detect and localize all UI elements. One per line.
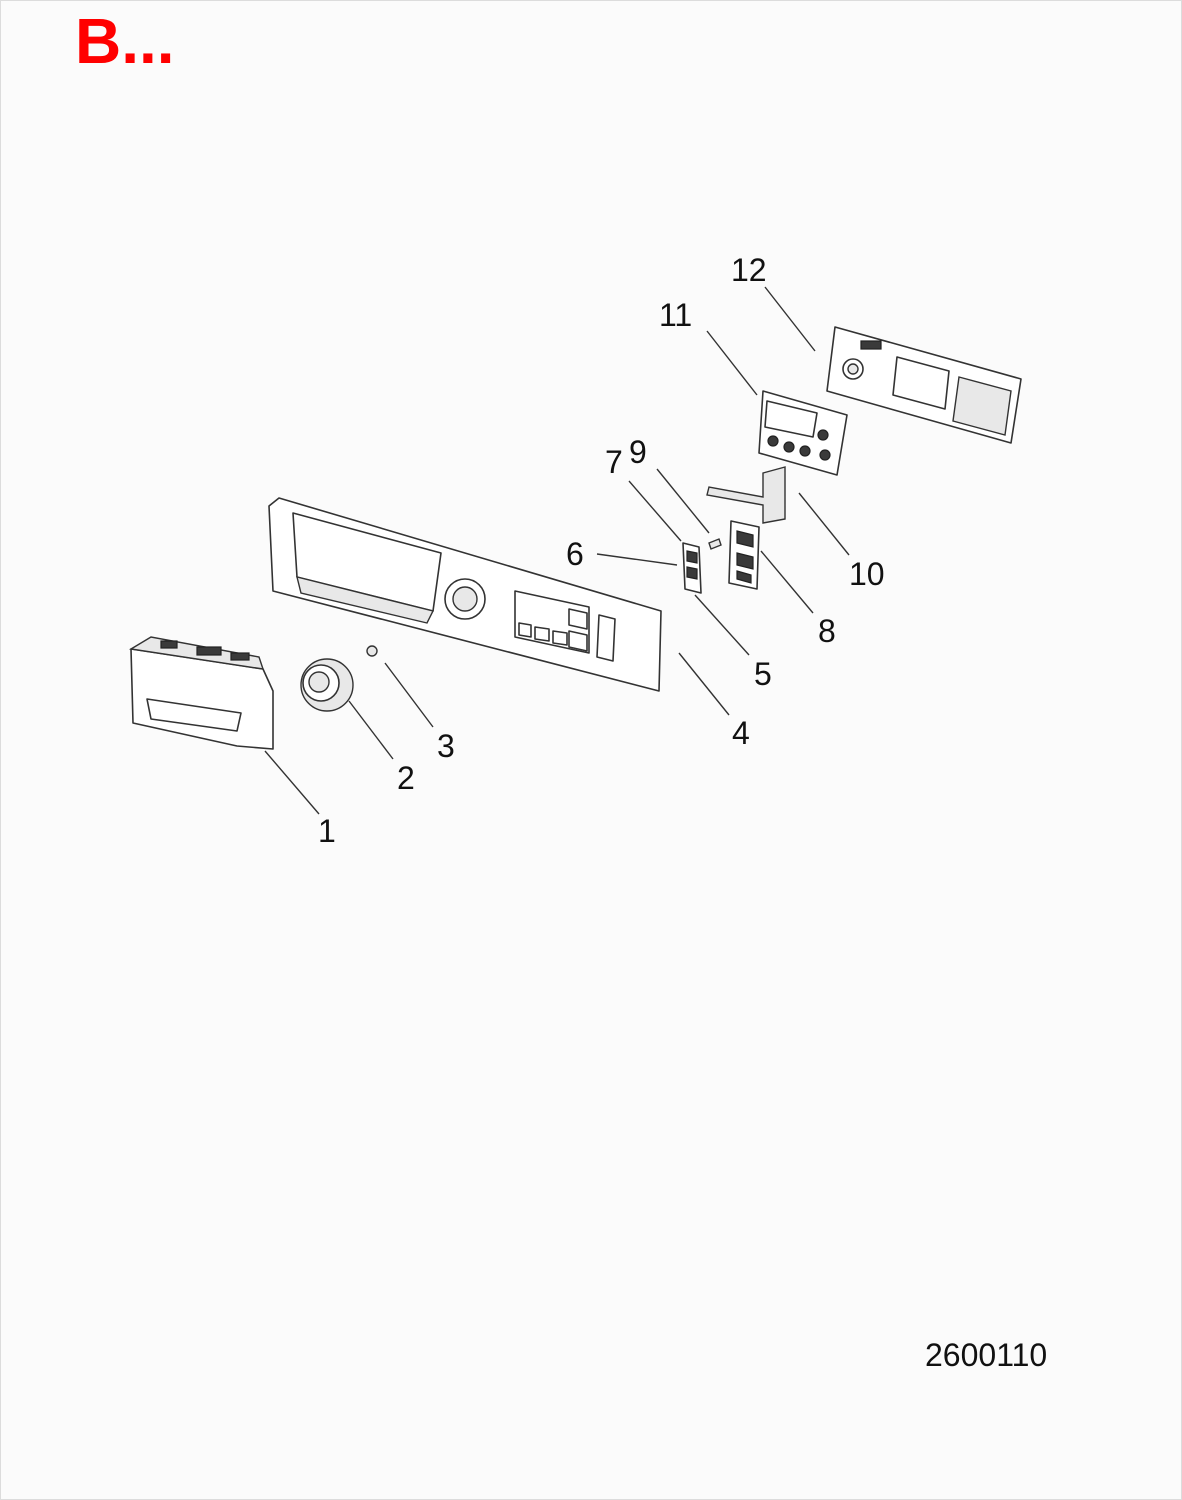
part-4-control-panel — [268, 497, 662, 692]
part-11-display-board — [758, 390, 848, 476]
callout-5: 5 — [754, 656, 772, 692]
part-5-key-block — [682, 542, 702, 594]
callout-3: 3 — [437, 728, 455, 764]
callout-9: 9 — [629, 434, 647, 470]
part-12-main-board — [826, 326, 1022, 444]
leader-lines — [264, 286, 850, 815]
sheet-title: B... — [75, 5, 175, 77]
callout-labels: 1 2 3 4 5 6 7 8 9 10 11 12 — [318, 252, 885, 849]
callout-7: 7 — [605, 444, 623, 480]
drawing-number: 2600110 — [925, 1337, 1048, 1373]
callout-6: 6 — [566, 536, 584, 572]
part-9-screw — [708, 538, 722, 550]
part-10-light-guide — [706, 466, 786, 524]
part-3-pin — [366, 645, 378, 657]
callout-1: 1 — [318, 813, 336, 849]
callout-12: 12 — [731, 252, 767, 288]
callout-11: 11 — [659, 297, 692, 333]
callout-4: 4 — [732, 715, 750, 751]
callout-10: 10 — [849, 556, 885, 592]
part-1-drawer-handle — [128, 636, 274, 750]
callout-8: 8 — [818, 613, 836, 649]
part-8-bracket — [728, 520, 760, 590]
callout-2: 2 — [397, 760, 415, 796]
part-2-knob — [300, 658, 354, 712]
